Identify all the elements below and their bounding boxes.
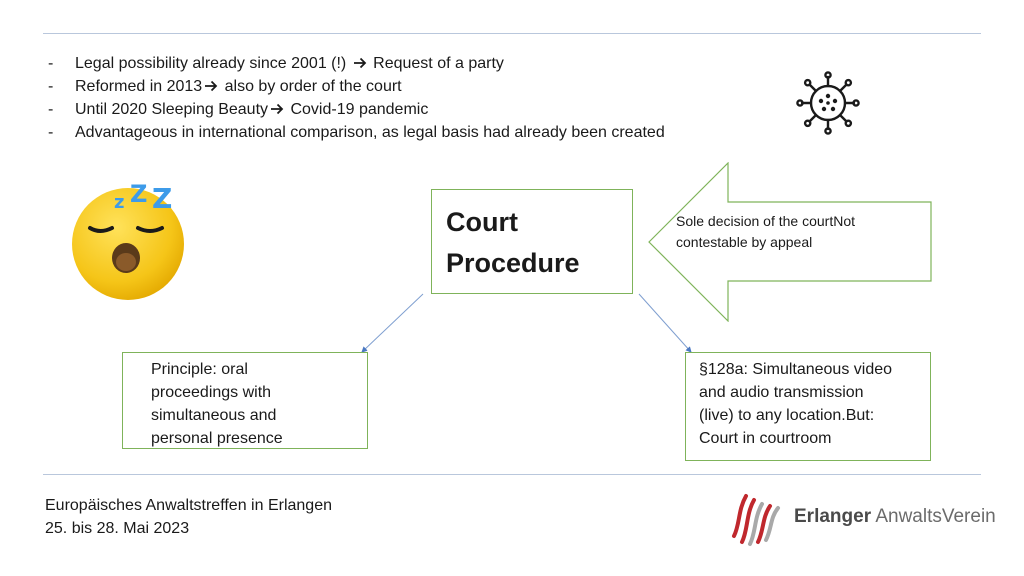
- right-arrow-icon: [271, 103, 284, 115]
- bullet-text-start: Reformed in 2013: [75, 78, 203, 95]
- court-procedure-line: Court: [446, 207, 518, 237]
- bullet-item: - Legal possibility already since 2001 (…: [48, 52, 768, 75]
- court-procedure-box: Court Procedure: [431, 189, 633, 294]
- bullet-text-end: Request of a party: [368, 55, 504, 72]
- sleeping-face-emoji: z Z Z: [72, 180, 184, 300]
- bullet-text-end: Covid-19 pandemic: [286, 101, 429, 118]
- principle-line: simultaneous and: [151, 407, 277, 424]
- logo-word-erlanger: Erlanger: [794, 506, 872, 527]
- principle-line: proceedings with: [151, 384, 272, 401]
- callout-text: Sole decision of the courtNot contestabl…: [676, 211, 906, 253]
- court-procedure-line: Procedure: [446, 248, 580, 278]
- bullet-text-end: also by order of the court: [220, 78, 402, 95]
- bullet-text-start: Until 2020 Sleeping Beauty: [75, 101, 269, 118]
- virus-icon: [796, 71, 860, 135]
- footer-event-date: 25. bis 28. Mai 2023: [45, 520, 190, 537]
- erlanger-logo-mark: [732, 494, 780, 546]
- bullet-item: - Advantageous in international comparis…: [48, 121, 768, 144]
- logo-wordmark: Erlanger AnwaltsVerein: [794, 506, 996, 528]
- section-128a-box: §128a: Simultaneous video and audio tran…: [685, 352, 931, 461]
- bullet-dash: -: [48, 55, 54, 72]
- svg-text:Z: Z: [152, 182, 172, 215]
- erlanger-anwaltsverein-logo: Erlanger AnwaltsVerein: [730, 488, 996, 548]
- callout-arrow-shape: [648, 162, 932, 322]
- footer-event-info: Europäisches Anwaltstreffen in Erlangen …: [45, 494, 332, 540]
- bullet-dash: -: [48, 78, 54, 95]
- callout-line: Sole decision of the courtNot: [676, 213, 855, 229]
- bottom-divider: [43, 474, 981, 475]
- callout-line: contestable by appeal: [676, 234, 813, 250]
- right-arrow-icon: [353, 57, 366, 69]
- svg-text:Z: Z: [130, 180, 147, 208]
- bullet-item: - Until 2020 Sleeping Beauty Covid-19 pa…: [48, 98, 768, 121]
- principle-line: personal presence: [151, 430, 283, 447]
- bullet-dash: -: [48, 101, 54, 118]
- section-128a-line: (live) to any location.But:: [699, 407, 875, 424]
- bullet-item: - Reformed in 2013 also by order of the …: [48, 75, 768, 98]
- footer-event-title: Europäisches Anwaltstreffen in Erlangen: [45, 497, 332, 514]
- bullet-dash: -: [48, 124, 54, 141]
- section-128a-line: Court in courtroom: [699, 430, 832, 447]
- right-arrow-icon: [205, 80, 218, 92]
- bullet-list: - Legal possibility already since 2001 (…: [48, 52, 768, 144]
- svg-text:z: z: [114, 192, 124, 213]
- logo-word-anwaltsverein: AnwaltsVerein: [875, 506, 996, 527]
- section-128a-line: §128a: Simultaneous video: [699, 361, 893, 378]
- principle-line: Principle: oral: [151, 361, 248, 378]
- top-divider: [43, 33, 981, 34]
- section-128a-line: and audio transmission: [699, 384, 864, 401]
- bullet-text-start: Legal possibility already since 2001 (!): [75, 55, 351, 72]
- principle-box: Principle: oral proceedings with simulta…: [122, 352, 368, 449]
- bullet-text-start: Advantageous in international comparison…: [75, 124, 665, 141]
